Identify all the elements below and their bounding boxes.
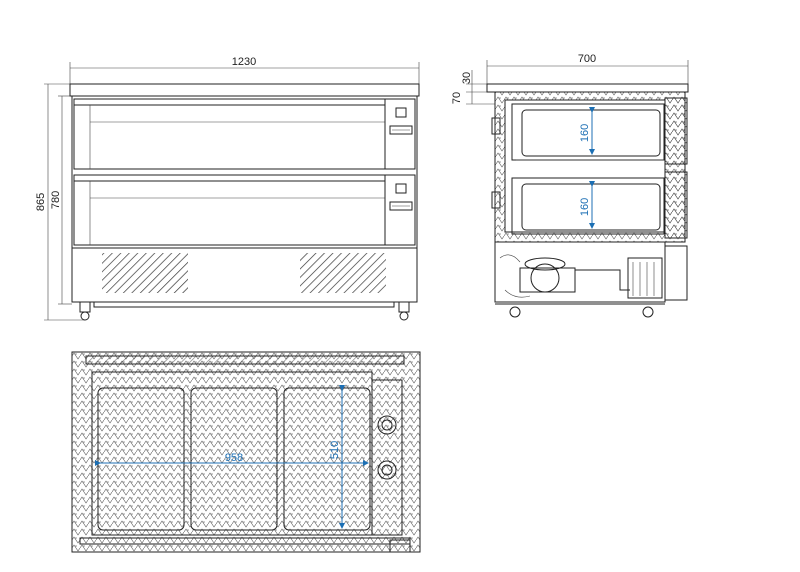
front-worktop (69, 83, 420, 97)
top-cabinet-insulation (71, 351, 421, 553)
side-view: 700 30 70 160 160 (451, 53, 689, 318)
upper-display (389, 125, 413, 135)
side-wheel-front (509, 306, 521, 318)
front-width-label: 1230 (232, 56, 256, 68)
top-inner-width-label: 958 (225, 452, 243, 464)
top-fan-lower (377, 460, 397, 480)
right-vent-grille (300, 253, 386, 293)
left-vent-grille (102, 253, 188, 293)
upper-control-knob (395, 107, 407, 118)
top-inner-depth-label: 510 (329, 441, 341, 459)
side-upper-drawer-front (664, 97, 688, 165)
gn-pan-3 (283, 387, 371, 531)
front-view: 1230 865 780 (35, 56, 420, 321)
gn-pan-1 (97, 387, 185, 531)
top-view: 958 510 (71, 351, 421, 553)
front-foot-left (79, 301, 91, 313)
side-depth-label: 700 (578, 53, 596, 65)
lower-control-knob (395, 183, 407, 194)
front-upper-drawer (73, 98, 386, 170)
side-top-offset-label: 30 (461, 72, 473, 84)
lower-drawer-height-label: 160 (579, 198, 591, 216)
front-kickplate (93, 301, 395, 308)
lower-display (389, 201, 413, 211)
side-worktop (486, 83, 689, 93)
gn-pan-2 (190, 387, 278, 531)
condenser (627, 257, 663, 299)
front-foot-right (398, 301, 410, 313)
side-wheel-rear (642, 306, 654, 318)
top-control-column (371, 379, 403, 536)
front-total-height-label: 865 (35, 193, 47, 211)
front-lower-drawer (73, 174, 386, 246)
front-body-height-label: 780 (50, 191, 62, 209)
side-lower-drawer-front (664, 171, 688, 239)
top-fan-upper (377, 415, 397, 435)
side-top-gap-label: 70 (451, 92, 463, 104)
upper-drawer-height-label: 160 (579, 124, 591, 142)
side-lower-drawer (511, 177, 665, 235)
